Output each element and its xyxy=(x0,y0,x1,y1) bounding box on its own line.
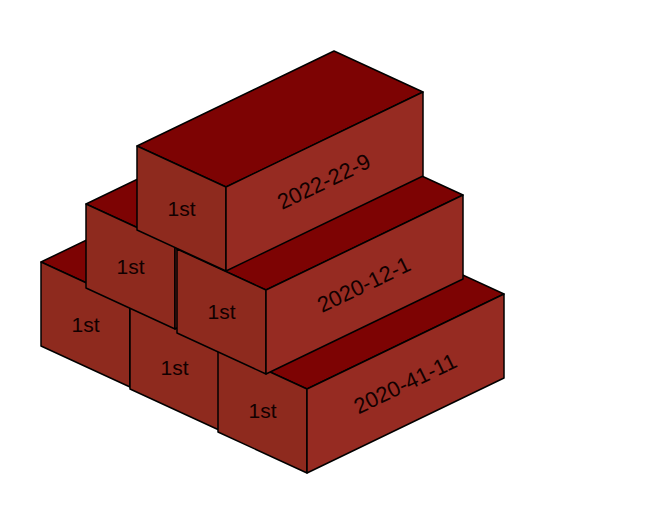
brick-face xyxy=(307,294,504,473)
order-label: 1st xyxy=(71,314,99,335)
order-label: 1st xyxy=(167,198,195,219)
brick: 1st2022-22-9 xyxy=(137,51,423,271)
brick-shape xyxy=(137,51,423,271)
brick-face xyxy=(218,348,307,473)
order-label: 1st xyxy=(160,357,188,378)
order-label: 1st xyxy=(207,301,235,322)
order-label: 1st xyxy=(116,256,144,277)
brick-face xyxy=(130,305,219,430)
brick-face xyxy=(41,262,130,387)
order-label: 1st xyxy=(248,400,276,421)
